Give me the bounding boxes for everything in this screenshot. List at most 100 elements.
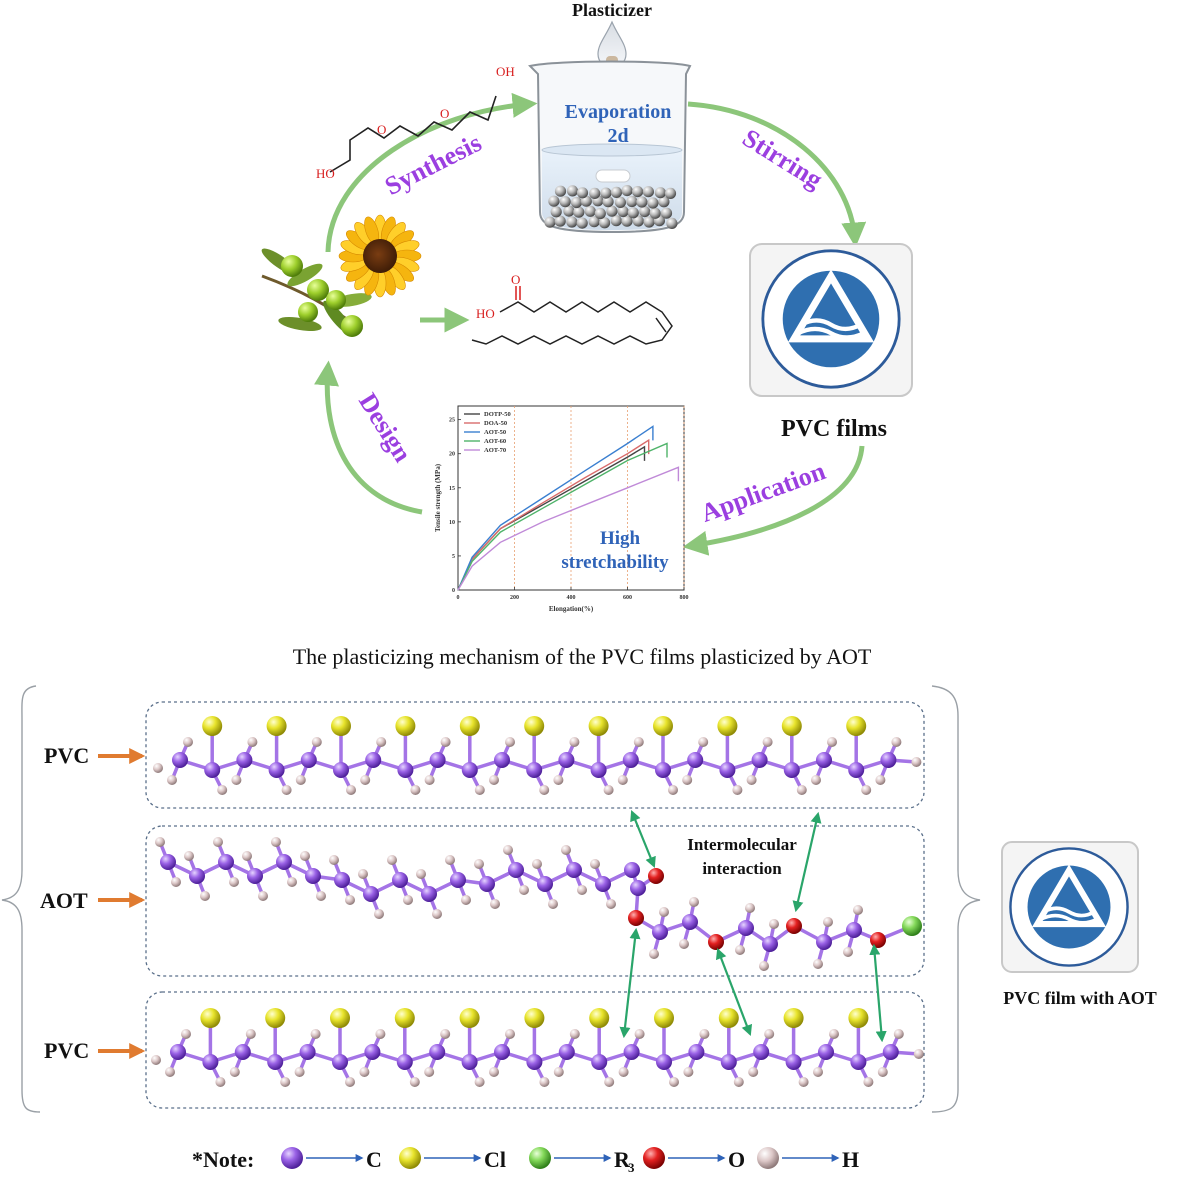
hydrogen-atom: [683, 1067, 694, 1077]
hydrogen-atom: [374, 909, 384, 919]
carbon-atom: [397, 762, 414, 778]
carbon-atom: [880, 752, 897, 768]
chart-y-tick-label: 20: [449, 452, 455, 458]
hydrogen-atom: [213, 837, 223, 847]
hydrogen-atom: [359, 1067, 370, 1077]
glycol-molecule: HO O O OH: [316, 64, 515, 181]
oxygen-atom: [648, 868, 664, 884]
hydrogen-atom: [445, 855, 455, 865]
hydrogen-atom: [689, 897, 699, 907]
beaker-text-time: 2d: [607, 125, 628, 147]
hydrogen-atom: [553, 1067, 564, 1077]
legend-atom-h: [757, 1147, 779, 1169]
legend-symbol-r: R: [614, 1147, 631, 1172]
hydrogen-atom: [746, 775, 757, 785]
steel-ball: [602, 196, 614, 208]
hydrogen-atom: [490, 899, 500, 909]
hydrogen-atom: [474, 859, 484, 869]
hydrogen-atom: [561, 845, 571, 855]
glycol-o2-label: O: [440, 106, 449, 121]
hydrogen-atom: [461, 895, 471, 905]
chart-y-tick-label: 10: [449, 520, 455, 526]
steel-ball: [642, 186, 655, 198]
hydrogen-atom: [440, 1029, 451, 1039]
hydrogen-atom: [519, 885, 529, 895]
hydrogen-atom: [231, 775, 242, 785]
interaction-arrow: [715, 947, 753, 1037]
olive-branch-icon: [261, 248, 372, 337]
synthesis-cycle: Synthesis Stirring Design Application Pl…: [261, 0, 913, 613]
carbon-atom: [656, 1054, 672, 1070]
carbon-atom: [494, 752, 510, 768]
hydrogen-atom: [183, 737, 193, 747]
hydrogen-atom: [503, 845, 513, 855]
hydrogen-atom: [669, 1077, 679, 1087]
carbon-atom: [526, 1054, 543, 1070]
chart-annotation-high: High: [600, 528, 641, 549]
molecular-chains: [151, 716, 924, 1087]
carbon-atom: [846, 922, 862, 938]
hydrogen-atom: [345, 1077, 355, 1087]
beaker: Plasticizer Evaporation 2d: [528, 0, 692, 234]
carbon-atom: [622, 752, 639, 768]
carbon-atom: [682, 914, 698, 930]
carbon-atom: [365, 752, 382, 768]
steel-ball: [660, 207, 673, 219]
carbon-atom: [816, 934, 832, 950]
chlorine-atom: [783, 1008, 804, 1028]
hydrogen-atom: [229, 1067, 240, 1077]
chart-x-tick-label: 400: [567, 595, 576, 601]
step-application: Application: [697, 456, 830, 528]
chlorine-atom: [718, 1008, 739, 1028]
hydrogen-atom: [505, 737, 515, 747]
hydrogen-atom: [733, 1077, 744, 1087]
carbon-atom: [762, 936, 778, 952]
carbon-atom: [818, 1044, 834, 1060]
chart-legend-label: AOT-50: [484, 429, 506, 436]
hydrogen-atom: [618, 1067, 629, 1077]
hydrogen-atom: [634, 1029, 645, 1039]
hydrogen-atom: [745, 903, 755, 913]
hydrogen-atom: [287, 877, 297, 887]
carbon-atom: [189, 868, 205, 884]
hydrogen-atom: [913, 1049, 924, 1059]
hydrogen-atom: [863, 1077, 874, 1087]
carbon-atom: [305, 868, 321, 884]
step-design: Design: [353, 388, 418, 468]
hydrogen-atom: [679, 939, 689, 949]
steel-balls: [544, 185, 678, 229]
chart-legend-label: DOA-50: [484, 420, 507, 427]
bonds: [158, 724, 921, 1084]
legend-atom-c: [281, 1147, 303, 1169]
carbon-atom: [247, 868, 263, 884]
interaction-arrow: [792, 811, 822, 913]
chart-x-tick-label: 600: [623, 595, 632, 601]
arrow-application: [682, 445, 865, 556]
steel-ball: [636, 196, 648, 208]
hydrogen-atom: [247, 737, 258, 747]
hydrogen-atom: [280, 1077, 291, 1087]
steel-ball: [554, 215, 566, 227]
hydrogen-atom: [796, 785, 807, 795]
hydrogen-atom: [409, 1077, 420, 1087]
hydrogen-atom: [505, 1029, 515, 1039]
carbon-atom: [461, 762, 478, 778]
steel-ball: [626, 195, 638, 208]
carbon-atom: [218, 854, 234, 870]
legend-symbol-h: H: [842, 1147, 859, 1172]
hydrogen-atom: [539, 1077, 550, 1087]
carbon-atom: [688, 1044, 705, 1060]
chlorine-atom: [394, 1008, 415, 1028]
hydrogen-atom: [823, 917, 833, 927]
oxygen-atom: [786, 918, 802, 934]
carbon-atom: [461, 1054, 478, 1070]
hydrogen-atom: [474, 1077, 485, 1087]
chart-series-doa-50: [457, 438, 650, 591]
carbon-atom: [204, 762, 221, 778]
chlorine-atom: [266, 716, 287, 736]
chlorine-atom: [524, 716, 545, 736]
hydrogen-atom: [432, 909, 442, 919]
hydrogen-atom: [877, 1067, 888, 1077]
hydrogen-atom: [153, 763, 163, 773]
carbon-atom: [719, 762, 736, 778]
